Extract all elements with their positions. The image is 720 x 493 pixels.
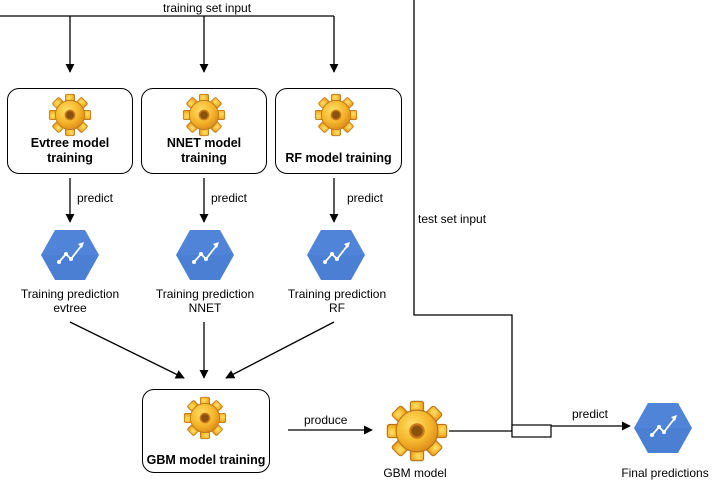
- nnet-training-box: NNET model training: [141, 88, 267, 174]
- training-prediction-rf-label: Training prediction RF: [287, 287, 387, 315]
- test-set-input-label: test set input: [418, 212, 487, 226]
- training-prediction-nnet-label: Training prediction NNET: [155, 287, 255, 315]
- final-predict-label: predict: [572, 407, 609, 421]
- final-predictions-label: Final predictions: [621, 466, 709, 480]
- evtree-training-box: Evtree model training: [7, 88, 133, 174]
- rf-predict-label: predict: [347, 191, 384, 205]
- evtree-training-label: Evtree model training: [30, 136, 110, 165]
- arrow-rf-pred-to-gbm: [225, 321, 335, 379]
- nnet-predict-label: predict: [211, 191, 248, 205]
- connector-lines: [0, 0, 631, 438]
- rf-prediction-hexagon-icon: [306, 229, 366, 281]
- nnet-prediction-hexagon-icon: [175, 229, 235, 281]
- merge-box: [511, 424, 552, 438]
- final-prediction-hexagon-icon: [633, 402, 693, 454]
- gbm-model-gear-icon: [386, 400, 448, 462]
- rf-training-label: RF model training: [285, 151, 392, 165]
- evtree-predict-label: predict: [77, 191, 114, 205]
- produce-label: produce: [304, 413, 348, 427]
- nnet-training-label: NNET model training: [166, 136, 242, 165]
- arrow-evtree-pred-to-gbm: [69, 321, 185, 379]
- training-set-input-label: training set input: [163, 1, 252, 15]
- gbm-model-label: GBM model: [383, 466, 447, 480]
- evtree-prediction-hexagon-icon: [40, 229, 100, 281]
- rf-training-box: RF model training: [275, 88, 402, 174]
- training-prediction-evtree-label: Training prediction evtree: [20, 287, 120, 315]
- gbm-training-label: GBM model training: [146, 453, 266, 467]
- gbm-training-box: GBM model training: [142, 389, 270, 473]
